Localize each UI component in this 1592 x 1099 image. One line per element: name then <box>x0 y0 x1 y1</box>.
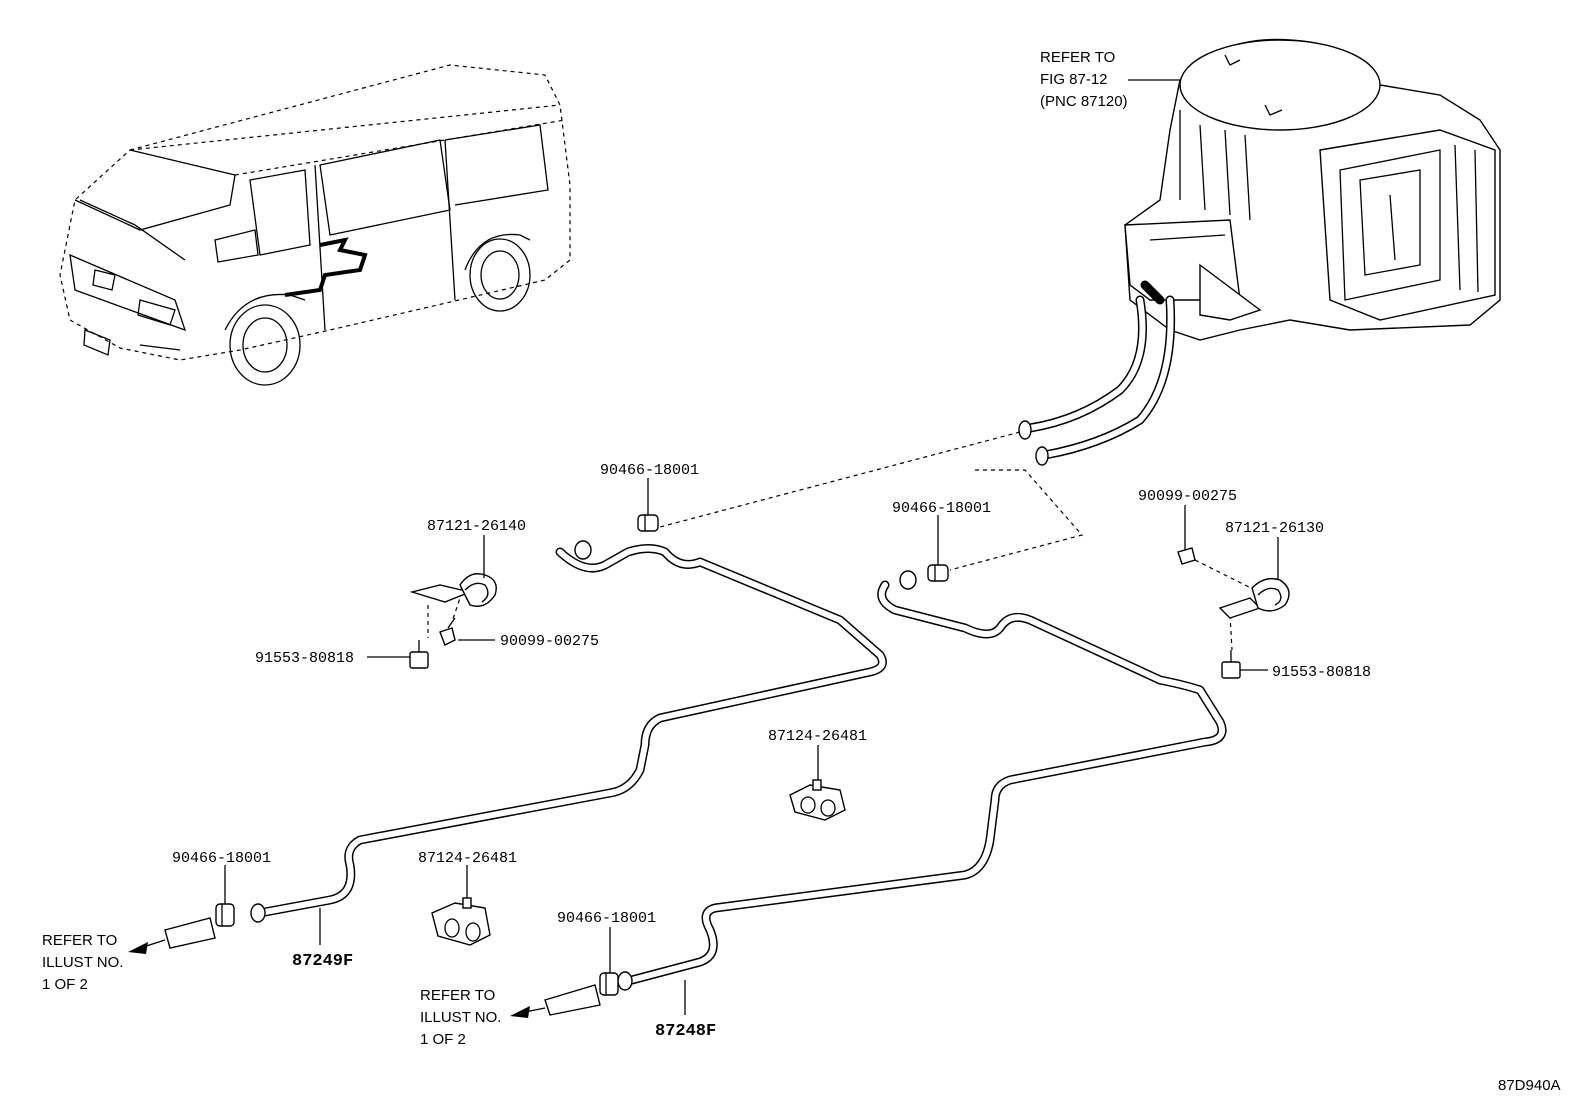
arrow-head-right-icon <box>510 1006 530 1018</box>
screw-left-icon <box>439 617 456 646</box>
heater-unit <box>1124 38 1501 341</box>
part-label-90099-right: 90099-00275 <box>1138 488 1237 505</box>
refer-right-line1: REFER TO <box>420 987 495 1004</box>
figure-code: 87D940A <box>1498 1077 1561 1094</box>
refer-right-line3: 1 OF 2 <box>420 1031 466 1048</box>
refer-fig-line3: (PNC 87120) <box>1040 93 1128 110</box>
arrow-head-left-icon <box>128 942 148 954</box>
part-label-91553-right: 91553-80818 <box>1272 664 1371 681</box>
refer-fig-line2: FIG 87-12 <box>1040 71 1108 88</box>
bracket-clamp-left <box>409 573 497 607</box>
hose-clamp-icon <box>637 514 659 532</box>
part-label-87249f: 87249F <box>292 952 353 971</box>
hose-stub-left <box>164 917 216 949</box>
leader-lines <box>224 79 1279 1015</box>
bracket-clamp-right <box>1218 577 1290 619</box>
refer-left-line2: ILLUST NO. <box>42 954 123 971</box>
refer-left-line3: 1 OF 2 <box>42 976 88 993</box>
refer-fig-line1: REFER TO <box>1040 49 1115 66</box>
part-label-87248f: 87248F <box>655 1022 716 1041</box>
hose-clamp-icon <box>927 564 949 582</box>
part-label-90466-top-left: 90466-18001 <box>600 462 699 479</box>
part-label-90466-top-mid: 90466-18001 <box>892 500 991 517</box>
hose-87248f <box>617 570 1227 991</box>
hose-clip-upper <box>789 779 846 821</box>
heater-hoses <box>1018 295 1176 466</box>
part-label-90466-bottom-mid: 90466-18001 <box>557 910 656 927</box>
hose-clamp-icon <box>215 903 235 927</box>
part-label-87124-upper: 87124-26481 <box>768 728 867 745</box>
part-label-87121-26130: 87121-26130 <box>1225 520 1324 537</box>
part-label-87121-26140: 87121-26140 <box>427 518 526 535</box>
part-label-87124-lower: 87124-26481 <box>418 850 517 867</box>
hose-stub-right <box>544 984 601 1016</box>
hose-clip-lower <box>431 897 491 946</box>
part-label-91553-left: 91553-80818 <box>255 650 354 667</box>
van-illustration <box>59 64 571 386</box>
hose-87249f <box>250 540 887 923</box>
bolt-left-icon <box>409 640 429 669</box>
refer-right-line2: ILLUST NO. <box>420 1009 501 1026</box>
hose-clamp-icon <box>599 972 619 996</box>
bolt-right-icon <box>1221 650 1241 679</box>
part-label-90466-bottom-left: 90466-18001 <box>172 850 271 867</box>
screw-right-icon <box>1177 547 1196 565</box>
part-label-90099-left: 90099-00275 <box>500 633 599 650</box>
refer-left-line1: REFER TO <box>42 932 117 949</box>
